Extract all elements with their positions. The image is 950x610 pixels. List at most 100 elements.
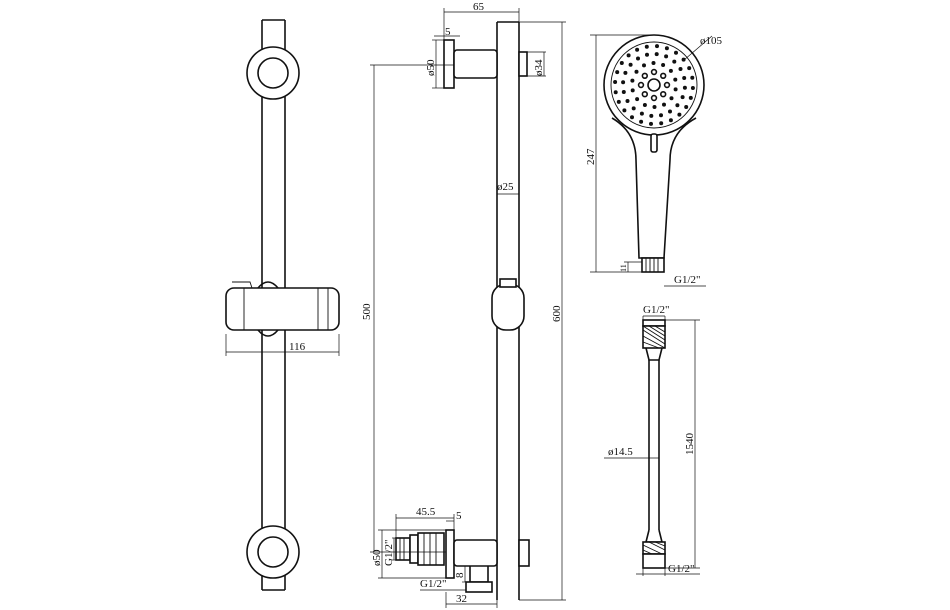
thread-outlet-bottom: G1/2" (420, 578, 466, 591)
nozzle-dot (645, 52, 649, 57)
label-g12-outlet-bottom: G1/2" (420, 578, 447, 590)
nozzle-dot (687, 66, 692, 71)
nozzle-dot (649, 113, 654, 118)
dim-thickness-5-bottom: 5 (446, 510, 462, 522)
nozzle-dot (652, 105, 657, 109)
dim-32: 32 (445, 592, 498, 608)
nozzle-dot (642, 103, 647, 107)
nozzle-dot (649, 121, 653, 126)
dim-offset-65: 65 (443, 1, 520, 40)
thread-hose-top: G1/2" (642, 304, 670, 320)
nozzle-dot (654, 52, 659, 57)
nozzle-dot (659, 113, 663, 118)
dim-dia-25: ø25 (497, 181, 519, 195)
shower-center-button (647, 78, 661, 92)
dim-thickness-5-top: 5 (434, 26, 460, 38)
label-dia-14-5: ø14.5 (608, 446, 633, 458)
nozzle-dot (631, 106, 636, 111)
dim-length-600: 600 (519, 21, 566, 601)
outlet-connector (395, 532, 445, 566)
nozzle-dot (674, 50, 678, 55)
nozzle-dot (663, 81, 671, 89)
nozzle-dot (675, 103, 680, 108)
nozzle-dot (662, 102, 666, 107)
nozzle-dot (621, 90, 626, 94)
nozzle-dot (688, 95, 693, 100)
label-116: 116 (289, 341, 306, 353)
nozzle-dot (673, 77, 678, 82)
bottom-outlet-elbow (465, 566, 493, 593)
bottom-bracket-inner (257, 536, 289, 568)
nozzle-dot (639, 111, 644, 116)
dim-dia-14-5: ø14.5 (604, 446, 659, 459)
dim-length-247: 247 (585, 34, 654, 273)
label-45-5: 45.5 (416, 506, 436, 518)
nozzle-dot (613, 90, 618, 95)
nozzle-dot (625, 99, 630, 103)
hose-view: G1/2" ø14.5 1540 G1/2" (604, 304, 700, 576)
dim-width-116: 116 (225, 334, 340, 356)
nozzle-dot (684, 105, 689, 109)
nozzle-dot (650, 94, 658, 102)
bottom-cap (518, 539, 530, 567)
hand-shower-view: ø105 247 11 G1/2" (585, 34, 723, 287)
nozzle-dot (637, 81, 645, 89)
bottom-arm (453, 539, 498, 567)
nozzle-dot (644, 44, 649, 49)
label-500: 500 (361, 303, 373, 320)
nozzle-dot (655, 44, 659, 49)
hose-bottom-nut (642, 553, 666, 569)
hose-top-nut (642, 319, 666, 327)
label-dia-105: ø105 (700, 35, 723, 47)
rail-front-view: 116 (225, 19, 340, 591)
shower-mode-toggle (650, 133, 658, 153)
label-5-bottom: 5 (456, 510, 462, 522)
top-wall-plate (443, 39, 455, 89)
nozzle-dot (664, 54, 669, 59)
label-dia-50-top: ø50 (425, 59, 437, 76)
nozzle-dot (680, 95, 685, 100)
dim-dia-50-bottom: ø50 (371, 529, 446, 579)
label-dia-34: ø34 (533, 59, 545, 76)
shower-nozzles (613, 44, 695, 126)
thread-outlet-side: G1/2" (383, 537, 396, 567)
label-65: 65 (473, 1, 485, 13)
nozzle-dot (690, 75, 695, 80)
nozzle-dot (635, 97, 640, 102)
nozzle-dot (642, 63, 646, 68)
nozzle-dot (668, 68, 673, 73)
slider-holder (225, 281, 340, 337)
dim-dia-50-top: ø50 (425, 39, 444, 89)
dim-11: 11 (619, 261, 642, 272)
nozzle-dot (651, 61, 656, 65)
nozzle-dot (668, 118, 673, 123)
nozzle-dot (659, 90, 667, 98)
label-5-top: 5 (445, 26, 451, 38)
dim-dia-34: ø34 (527, 51, 546, 77)
nozzle-dot (668, 109, 672, 114)
label-dia-25: ø25 (497, 181, 514, 193)
nozzle-dot (673, 87, 678, 92)
rail-side-view: 65 5 ø50 ø34 ø25 5 (361, 1, 566, 608)
label-dia-50-bottom: ø50 (371, 549, 383, 566)
nozzle-dot (622, 108, 627, 113)
dim-dia-105: ø105 (683, 35, 723, 61)
nozzle-dot (682, 76, 687, 80)
nozzle-dot (659, 121, 664, 126)
top-bracket-inner (257, 57, 289, 89)
nozzle-dot (615, 70, 620, 75)
top-arm (453, 49, 498, 79)
slider-knob (499, 278, 517, 288)
nozzle-dot (682, 85, 687, 90)
nozzle-dot (630, 78, 635, 83)
nozzle-dot (650, 68, 658, 76)
nozzle-dot (626, 53, 631, 58)
nozzle-dot (636, 56, 640, 61)
nozzle-dot (641, 90, 648, 98)
thread-head: G1/2" (664, 274, 706, 287)
nozzle-dot (630, 115, 634, 120)
nozzle-dot (634, 69, 639, 74)
label-g12-outlet-side: G1/2" (383, 540, 395, 567)
bottom-wall-plate (445, 529, 455, 579)
